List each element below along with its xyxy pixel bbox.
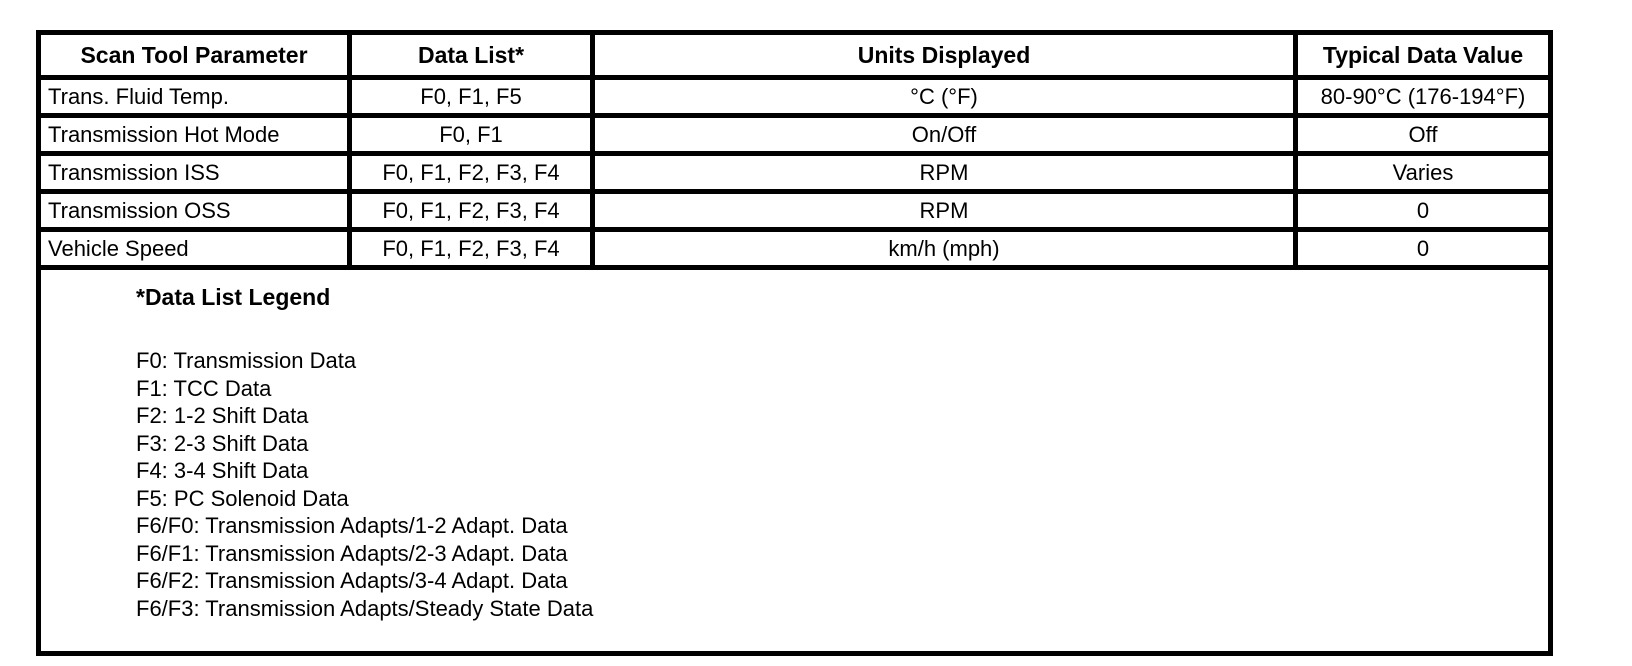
table-row: Transmission OSS F0, F1, F2, F3, F4 RPM … <box>36 189 1553 232</box>
header-scan-tool-parameter: Scan Tool Parameter <box>36 30 352 80</box>
legend-entry: F0: Transmission Data <box>136 348 357 373</box>
legend-entry: F2: 1-2 Shift Data <box>136 403 309 428</box>
param-cell: Trans. Fluid Temp. <box>36 75 352 118</box>
header-data-list: Data List* <box>347 30 595 80</box>
param-cell: Transmission ISS <box>36 151 352 194</box>
typical-value-cell: Varies <box>1293 151 1553 194</box>
header-typical-data-value: Typical Data Value <box>1293 30 1553 80</box>
data-list-cell: F0, F1, F2, F3, F4 <box>347 227 595 270</box>
legend-entry: F6/F3: Transmission Adapts/Steady State … <box>136 595 594 621</box>
typical-value-cell: 80-90°C (176-194°F) <box>1293 75 1553 118</box>
typical-value-cell: 0 <box>1293 227 1553 270</box>
table-header-row: Scan Tool Parameter Data List* Units Dis… <box>36 30 1553 80</box>
legend-entry: F1: TCC Data <box>136 375 272 401</box>
data-list-legend: *Data List Legend F0: Transmission Data … <box>36 265 1553 656</box>
legend-entry: F3: 2-3 Shift Data <box>136 430 309 456</box>
param-cell: Transmission Hot Mode <box>36 113 352 156</box>
data-list-cell: F0, F1, F2, F3, F4 <box>347 151 595 194</box>
table-row: Trans. Fluid Temp. F0, F1, F5 °C (°F) 80… <box>36 75 1553 118</box>
units-cell: RPM <box>590 151 1298 194</box>
units-cell: km/h (mph) <box>590 227 1298 270</box>
legend-entry: F6/F2: Transmission Adapts/3-4 Adapt. Da… <box>136 568 568 593</box>
data-list-cell: F0, F1 <box>347 113 595 156</box>
legend-entry: F4: 3-4 Shift Data <box>136 458 309 483</box>
table-row: Transmission ISS F0, F1, F2, F3, F4 RPM … <box>36 151 1553 194</box>
header-units-displayed: Units Displayed <box>590 30 1298 80</box>
typical-value-cell: 0 <box>1293 189 1553 232</box>
legend-entry: F6/F0: Transmission Adapts/1-2 Adapt. Da… <box>136 513 568 538</box>
units-cell: °C (°F) <box>590 75 1298 118</box>
table-row: Transmission Hot Mode F0, F1 On/Off Off <box>36 113 1553 156</box>
legend-row: *Data List Legend F0: Transmission Data … <box>36 265 1553 656</box>
typical-value-cell: Off <box>1293 113 1553 156</box>
units-cell: RPM <box>590 189 1298 232</box>
legend-entries: F0: Transmission Data F1: TCC Data F2: 1… <box>136 347 1546 622</box>
legend-entry: F5: PC Solenoid Data <box>136 485 349 511</box>
data-list-cell: F0, F1, F2, F3, F4 <box>347 189 595 232</box>
legend-title: *Data List Legend <box>136 284 331 310</box>
units-cell: On/Off <box>590 113 1298 156</box>
scan-tool-parameter-table: Scan Tool Parameter Data List* Units Dis… <box>36 30 1553 656</box>
table-row: Vehicle Speed F0, F1, F2, F3, F4 km/h (m… <box>36 227 1553 270</box>
param-cell: Transmission OSS <box>36 189 352 232</box>
param-cell: Vehicle Speed <box>36 227 352 270</box>
legend-entry: F6/F1: Transmission Adapts/2-3 Adapt. Da… <box>136 540 568 566</box>
data-list-cell: F0, F1, F5 <box>347 75 595 118</box>
